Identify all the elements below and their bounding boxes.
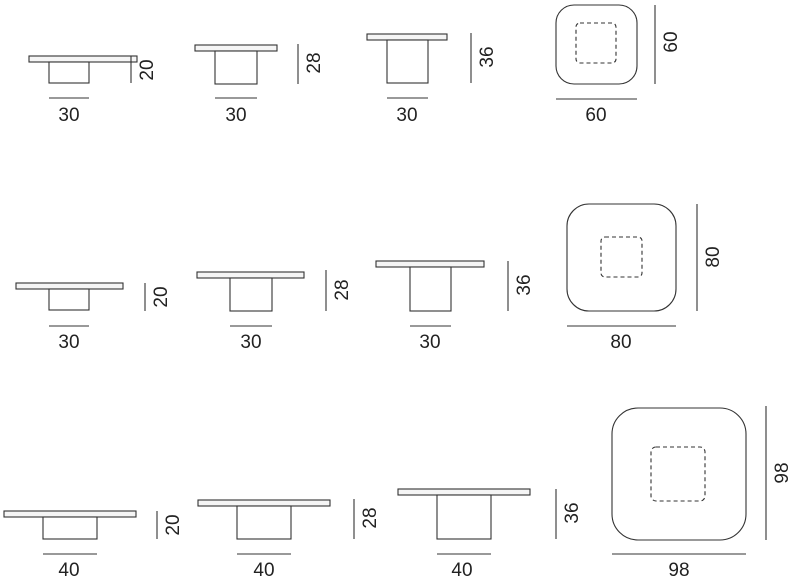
side-view-high: 30 36 [375, 260, 535, 353]
table-top [194, 44, 278, 52]
width-label: 98 [668, 560, 689, 581]
table-top [375, 260, 485, 268]
side-view-high: 40 36 [397, 488, 583, 581]
height-label: 28 [332, 279, 353, 300]
table-base [229, 277, 273, 312]
depth-label: 98 [772, 462, 793, 483]
side-view-low: 30 20 [15, 282, 172, 353]
base-outline-dashed [575, 22, 617, 64]
height-label: 36 [514, 274, 535, 295]
width-label: 40 [451, 560, 472, 581]
table-base [214, 50, 258, 85]
height-label: 28 [304, 52, 325, 73]
table-base [409, 266, 452, 312]
width-label: 30 [225, 105, 246, 126]
table-base [42, 516, 98, 540]
table-top [3, 510, 137, 518]
height-label: 20 [151, 286, 172, 307]
table-base [48, 61, 90, 84]
table-top [196, 271, 305, 279]
plan-view: 60 60 [555, 4, 682, 126]
width-label: 60 [585, 105, 606, 126]
table-base [48, 288, 90, 311]
table-top-plan [611, 407, 747, 541]
side-view-medium: 30 28 [196, 270, 353, 353]
row-1: 30 20 30 28 30 36 60 6 [28, 4, 682, 126]
table-top [197, 499, 331, 507]
table-top [397, 488, 531, 496]
side-view-low: 40 20 [3, 510, 184, 581]
width-label: 30 [396, 105, 417, 126]
row-3: 40 20 40 28 40 36 98 98 [3, 406, 793, 581]
depth-label: 80 [703, 246, 724, 267]
side-view-low: 30 20 [28, 55, 158, 126]
height-label: 20 [163, 514, 184, 535]
width-label: 80 [610, 332, 631, 353]
table-base [236, 505, 292, 540]
plan-view: 98 98 [611, 406, 793, 581]
width-label: 30 [419, 332, 440, 353]
height-label: 36 [562, 502, 583, 523]
base-outline-dashed [650, 446, 706, 502]
table-base [386, 39, 429, 84]
height-label: 20 [137, 59, 158, 80]
width-label: 30 [58, 332, 79, 353]
width-label: 40 [253, 560, 274, 581]
table-base [436, 494, 492, 540]
width-label: 40 [58, 560, 79, 581]
depth-label: 60 [661, 31, 682, 52]
table-top-plan [566, 203, 677, 312]
side-view-medium: 40 28 [197, 499, 381, 581]
row-2: 30 20 30 28 30 36 80 80 [15, 203, 724, 353]
width-label: 30 [240, 332, 261, 353]
height-label: 28 [360, 507, 381, 528]
side-view-high: 30 36 [366, 33, 498, 126]
table-top [15, 282, 124, 290]
table-top [28, 55, 138, 63]
width-label: 30 [58, 105, 79, 126]
height-label: 36 [477, 46, 498, 67]
table-top-plan [555, 4, 638, 85]
side-view-medium: 30 28 [194, 44, 325, 126]
base-outline-dashed [600, 236, 643, 278]
table-top [366, 33, 448, 41]
plan-view: 80 80 [566, 203, 724, 353]
